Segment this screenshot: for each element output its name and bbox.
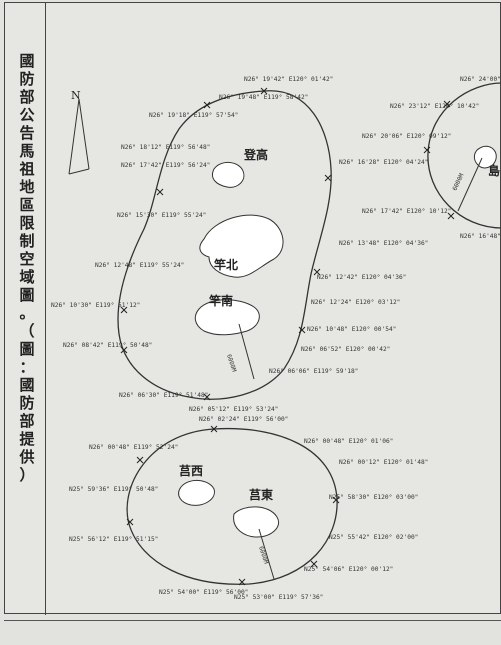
label-gannan: 竿南: [209, 293, 233, 308]
caption-divider: [45, 3, 46, 615]
caption-char: 部: [19, 412, 35, 430]
caption-char: 祖: [19, 160, 35, 178]
caption-char: 國: [19, 52, 35, 70]
coord-label: N26° 24'00" E120° 13'2: [460, 75, 501, 83]
coord-label: N25° 54'06" E120° 00'12": [304, 565, 393, 573]
coord-label: N25° 58'30" E120° 03'00": [329, 493, 418, 501]
caption-char: 馬: [19, 142, 35, 160]
caption-char: 區: [19, 196, 35, 214]
map-frame: 國防部公告馬祖地區限制空域圖。（圖：國防部提供） N: [4, 2, 501, 615]
caption-char: 供: [19, 448, 35, 466]
coord-label: N25° 54'00" E119° 56'00": [159, 588, 248, 596]
coord-label: N26° 12'24" E120° 03'12": [311, 298, 400, 306]
label-juxi: 莒西: [179, 463, 203, 478]
north-restricted-boundary: [117, 90, 332, 400]
east-distance-label: 6000M: [451, 172, 465, 192]
north-distance-label: 6000M: [225, 353, 237, 373]
north-arrow: N: [68, 89, 90, 175]
coord-label: N26° 19'18" E119° 57'54": [149, 111, 238, 119]
page-bottom-rule: [4, 620, 501, 621]
coord-label: N26° 19'42" E120° 01'42": [244, 75, 333, 83]
caption-char: 圖: [19, 340, 35, 358]
coord-label: N26° 18'12" E119° 56'48": [121, 143, 210, 151]
caption-char: 圖: [19, 286, 35, 304]
east-coordinates: N26° 24'00" E120° 13'2 N26° 23'12" E120°…: [362, 75, 501, 240]
coord-label: N26° 05'12" E119° 53'24": [189, 405, 278, 413]
coord-label: N25° 55'42" E120° 02'00": [329, 533, 418, 541]
coord-label: N25° 59'36" E119° 50'48": [69, 485, 158, 493]
north-distance-line: [238, 323, 255, 380]
caption-char: ）: [19, 466, 35, 484]
caption-char: 防: [19, 394, 35, 412]
east-restricted-boundary: [427, 82, 501, 229]
south-restricted-boundary: [126, 427, 338, 585]
label-east-island: 島: [488, 163, 500, 178]
restricted-airspace-map: N 登高 竿北 竿南 莒西 莒東 6000M 6000M: [51, 75, 428, 601]
caption-char: 地: [19, 178, 35, 196]
coord-label: N26° 16'48" E120° 13'54": [460, 232, 501, 240]
vertical-caption: 國防部公告馬祖地區限制空域圖。（圖：國防部提供）: [15, 53, 39, 483]
coord-label: N26° 06'06" E119° 59'18": [269, 367, 358, 375]
coord-label: N26° 23'12" E120° 10'42": [390, 102, 479, 110]
caption-char: （: [19, 322, 35, 340]
south-vertex-markers: [126, 425, 340, 586]
island-denggao: [212, 162, 245, 188]
island-judong: [233, 506, 279, 538]
south-distance-label: 6000M: [257, 545, 269, 565]
caption-char: 域: [19, 268, 35, 286]
coord-label: N26° 02'24" E119° 56'00": [199, 415, 288, 423]
coord-label: N26° 12'42" E120° 04'36": [317, 273, 406, 281]
south-coordinates: N26° 02'24" E119° 56'00" N26° 00'48" E11…: [69, 415, 428, 601]
coord-label: N26° 19'48" E119° 58'42": [219, 93, 308, 101]
coord-label: N26° 00'12" E120° 01'48": [339, 458, 428, 466]
caption-char: 部: [19, 88, 35, 106]
island-juxi: [178, 480, 215, 506]
east-restricted-airspace-map: 6000M 島 N26° 24'00" E120° 13'2 N26° 23'1…: [362, 75, 501, 240]
coord-label: N26° 16'28" E120° 04'24": [339, 158, 428, 166]
coord-label: N26° 00'48" E120° 01'06": [304, 437, 393, 445]
north-vertex-markers: [120, 87, 332, 401]
caption-char: 。: [19, 304, 35, 322]
label-ganbei: 竿北: [214, 257, 238, 272]
label-denggao: 登高: [243, 147, 268, 162]
coord-label: N26° 15'30" E119° 55'24": [117, 211, 206, 219]
coord-label: N26° 08'42" E119° 50'48": [63, 341, 152, 349]
east-distance-line: [457, 157, 483, 212]
north-label: N: [71, 89, 81, 102]
caption-char: 制: [19, 232, 35, 250]
island-ganbei: [199, 214, 284, 278]
coord-label: N25° 53'00" E119° 57'36": [234, 593, 323, 601]
caption-char: 告: [19, 124, 35, 142]
caption-char: 防: [19, 70, 35, 88]
caption-char: 國: [19, 376, 35, 394]
caption-char: 提: [19, 430, 35, 448]
island-gannan: [194, 299, 260, 336]
coord-label: N26° 06'30" E119° 51'48": [119, 391, 208, 399]
coord-label: N26° 00'48" E119° 52'24": [89, 443, 178, 451]
caption-char: ：: [19, 358, 35, 376]
north-coordinates: N26° 19'42" E120° 01'42" N26° 19'48" E11…: [51, 75, 428, 413]
coord-label: N26° 20'06" E120° 09'12": [362, 132, 451, 140]
caption-char: 空: [19, 250, 35, 268]
coord-label: N26° 10'30" E119° 51'12": [51, 301, 140, 309]
caption-char: 限: [19, 214, 35, 232]
east-vertex-markers: [423, 100, 455, 220]
coord-label: N26° 13'48" E120° 04'36": [339, 239, 428, 247]
coord-label: N26° 10'48" E120° 00'54": [307, 325, 396, 333]
coord-label: N25° 56'12" E119° 51'15": [69, 535, 158, 543]
coord-label: N26° 17'42" E119° 56'24": [121, 161, 210, 169]
coord-label: N26° 17'42" E120° 10'12": [362, 207, 451, 215]
coord-label: N26° 06'52" E120° 00'42": [301, 345, 390, 353]
caption-char: 公: [19, 106, 35, 124]
label-judong: 莒東: [249, 487, 273, 502]
coord-label: N26° 12'48" E119° 55'24": [95, 261, 184, 269]
south-distance-line: [258, 528, 275, 580]
